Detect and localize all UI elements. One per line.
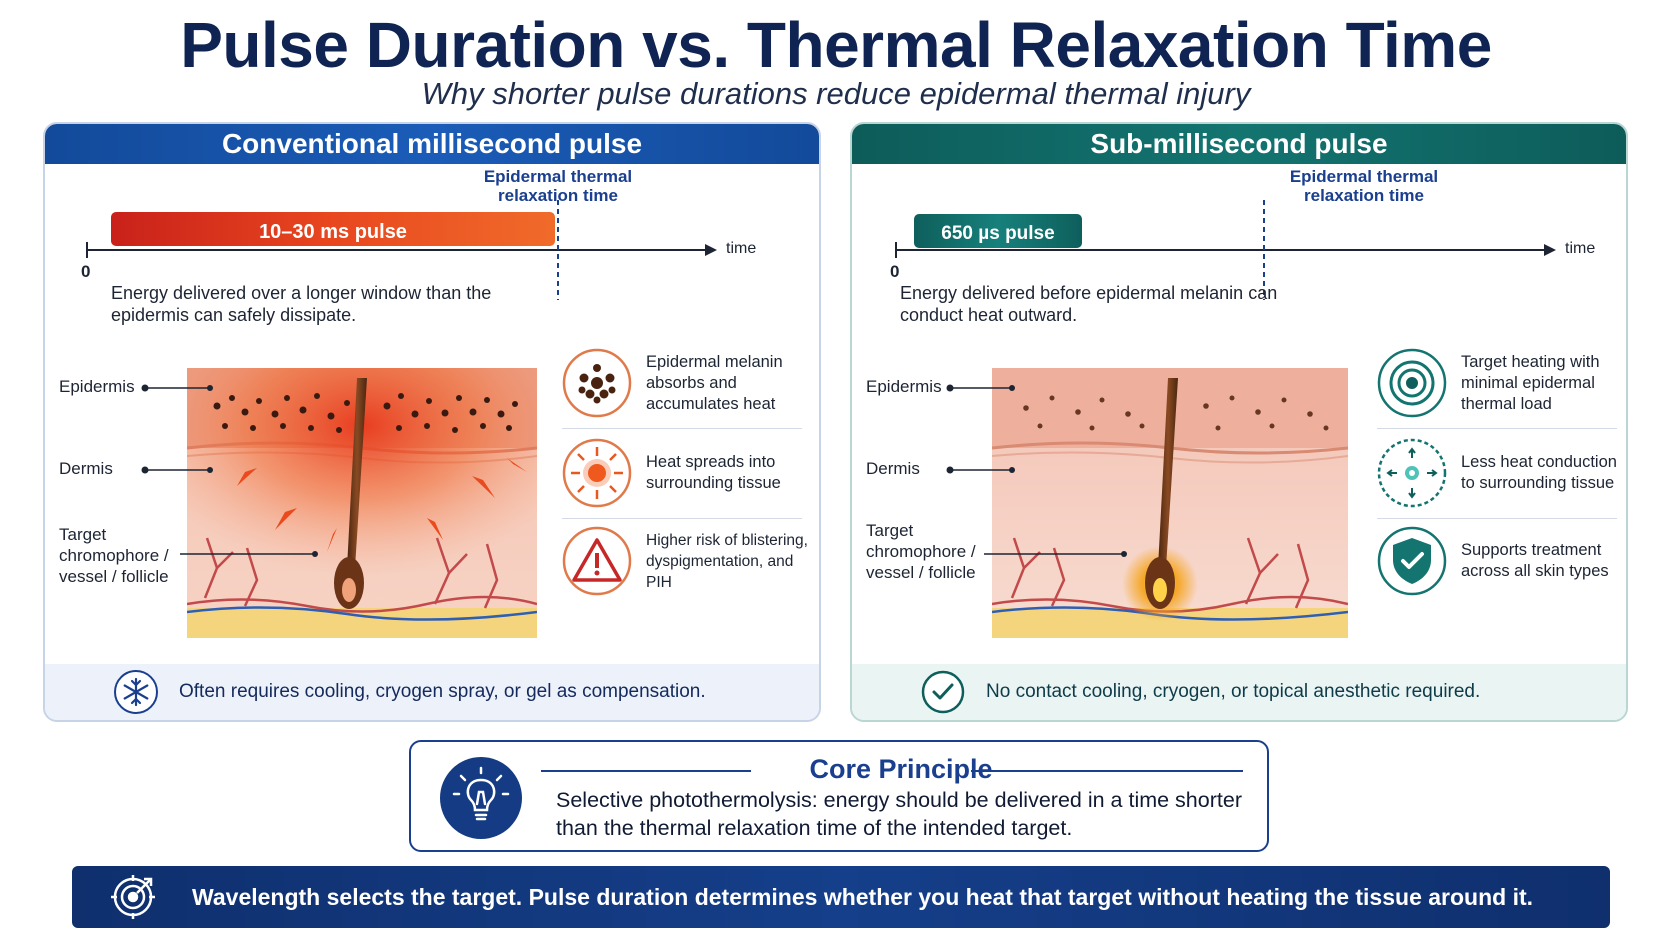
reduced-conduction-icon	[1377, 438, 1447, 508]
feature-target-heating: Target heating with minimal epidermal th…	[1377, 348, 1626, 418]
axis-time-label: time	[1565, 240, 1596, 257]
feature-text: Less heat conduction to surrounding tiss…	[1461, 453, 1617, 492]
heat-spread-icon	[562, 438, 632, 508]
melanin-granules	[213, 393, 518, 433]
feature-text: Supports treatment across all skin types	[1461, 541, 1609, 580]
divider	[1377, 428, 1617, 429]
page-subtitle: Why shorter pulse durations reduce epide…	[421, 76, 1251, 111]
axis-time-label: time	[726, 240, 757, 257]
sub-millisecond-pulse-panel: Sub-millisecond pulse Epidermal thermal …	[850, 122, 1628, 722]
panel-heading: Sub-millisecond pulse	[852, 124, 1626, 164]
hair-shaft	[347, 378, 367, 568]
feature-text: Epidermal melanin absorbs and accumulate…	[646, 352, 783, 413]
feature-less-conduction: Less heat conduction to surrounding tiss…	[1377, 438, 1626, 508]
blood-vessels	[187, 537, 537, 613]
pulse-timeline	[86, 200, 717, 300]
pulse-timeline	[895, 200, 1556, 300]
pulse-description: Energy delivered over a longer window th…	[111, 283, 492, 325]
pulse-description: Energy delivered before epidermal melani…	[900, 283, 1278, 325]
melanin-granules	[1023, 395, 1329, 431]
heat-arrows	[237, 458, 527, 552]
feature-heat-spread: Heat spreads into surrounding tissue	[562, 438, 814, 508]
feature-text: Target heating with minimal epidermal th…	[1461, 352, 1600, 413]
heading-rule-right	[971, 770, 1243, 772]
feature-melanin: Epidermal melanin absorbs and accumulate…	[562, 348, 814, 418]
layer-leader-lines	[946, 384, 1127, 557]
vein	[187, 606, 537, 621]
melanin-cluster-icon	[562, 348, 632, 418]
pulse-label: 650 µs pulse	[941, 223, 1055, 244]
etr-label: Epidermal thermal relaxation time	[483, 167, 633, 205]
target-label: Target chromophore / vessel / follicle	[59, 525, 169, 586]
axis-zero-label: 0	[81, 262, 91, 281]
skin-cross-section-heated	[187, 368, 537, 638]
footnote-text: Often requires cooling, cryogen spray, o…	[179, 681, 706, 702]
time-axis-arrow	[705, 244, 717, 256]
skin-cross-section-targeted	[992, 368, 1348, 638]
check-circle-icon	[921, 670, 965, 714]
shield-check-icon	[1377, 526, 1447, 596]
epidermis-label: Epidermis	[59, 377, 135, 396]
pulse-bar	[914, 214, 1082, 248]
dermis-label: Dermis	[866, 459, 920, 478]
lightbulb-icon	[440, 757, 522, 839]
page-title: Pulse Duration vs. Thermal Relaxation Ti…	[180, 9, 1492, 81]
target-icon	[1377, 348, 1447, 418]
panel-heading: Conventional millisecond pulse	[45, 124, 819, 164]
fat-layer	[187, 608, 537, 638]
core-principle-text: Selective photothermolysis: energy shoul…	[556, 788, 1242, 840]
pulse-label: 10–30 ms pulse	[259, 221, 407, 243]
footnote-text: No contact cooling, cryogen, or topical …	[986, 681, 1481, 702]
divider	[1377, 518, 1617, 519]
feature-text: Heat spreads into surrounding tissue	[646, 453, 781, 492]
etr-label: Epidermal thermal relaxation time	[1289, 167, 1439, 205]
conventional-pulse-panel: Conventional millisecond pulse Epidermal…	[43, 122, 821, 722]
snowflake-icon	[114, 670, 158, 714]
time-axis-arrow	[1544, 244, 1556, 256]
layer-leader-lines	[141, 384, 318, 557]
core-principle-heading: Core Principle	[809, 754, 993, 784]
feature-risk: Higher risk of blistering, dyspigmentati…	[562, 526, 814, 596]
pulse-bar	[111, 212, 555, 246]
axis-zero-label: 0	[890, 262, 900, 281]
footnote: Often requires cooling, cryogen spray, o…	[45, 664, 819, 720]
feature-all-skin-types: Supports treatment across all skin types	[1377, 526, 1626, 596]
takeaway-banner: Wavelength selects the target. Pulse dur…	[72, 866, 1610, 928]
epidermis-label: Epidermis	[866, 377, 942, 396]
divider	[562, 518, 802, 519]
target-label: Target chromophore / vessel / follicle	[866, 521, 976, 582]
core-principle-box: Core Principle Selective photothermolysi…	[409, 740, 1269, 852]
dermis-label: Dermis	[59, 459, 113, 478]
divider	[562, 428, 802, 429]
banner-text: Wavelength selects the target. Pulse dur…	[192, 883, 1534, 910]
heading-rule-left	[541, 770, 751, 772]
hair-shaft	[1158, 378, 1178, 568]
feature-text: Higher risk of blistering, dyspigmentati…	[646, 531, 808, 591]
target-gear-icon	[111, 875, 155, 919]
warning-icon	[562, 526, 632, 596]
footnote: No contact cooling, cryogen, or topical …	[852, 664, 1626, 720]
